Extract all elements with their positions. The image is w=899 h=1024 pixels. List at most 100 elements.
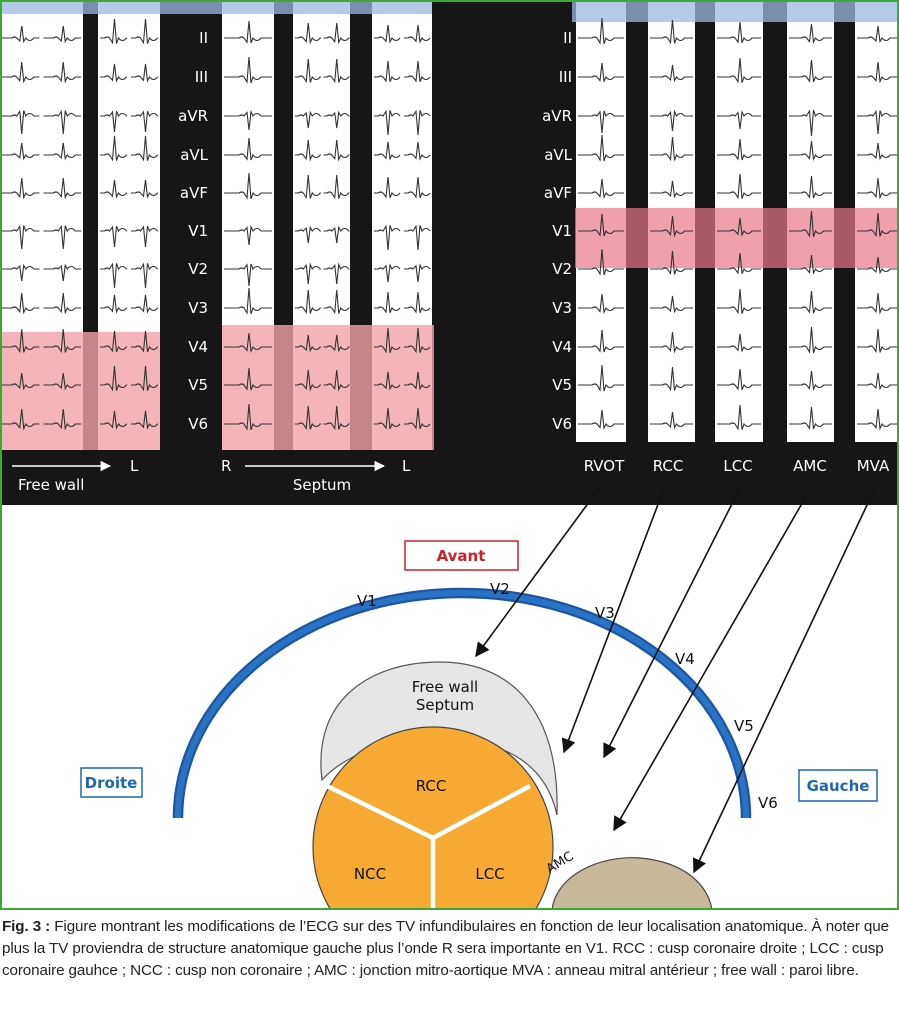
precordial-v6: V6	[758, 794, 778, 812]
lead-label: II	[563, 29, 572, 47]
free-wall-text-2: Septum	[416, 696, 474, 714]
lead-label: aVF	[180, 184, 208, 202]
ecg-trace	[789, 254, 832, 276]
lead-label: V5	[552, 376, 572, 394]
arrow-lcc	[603, 485, 742, 759]
ecg-trace	[2, 25, 81, 44]
precordial-arc-highlight	[175, 590, 749, 819]
ecg-trace	[650, 295, 693, 314]
ecg-trace	[578, 17, 624, 45]
ecg-trace	[100, 110, 158, 133]
col-label-lcc: LCC	[723, 457, 752, 475]
front-box	[404, 540, 519, 571]
ecg-trace	[717, 404, 761, 431]
ecg-trace	[100, 18, 158, 45]
ecg-trace	[578, 409, 624, 431]
ecg-trace	[224, 287, 272, 315]
ecg-trace	[578, 248, 624, 276]
col-label-rcc: RCC	[653, 457, 684, 475]
ecg-trace	[578, 213, 624, 237]
ecg-trace	[650, 411, 693, 430]
ecg-trace	[650, 109, 693, 132]
ecg-trace	[857, 212, 897, 238]
ecg-trace	[100, 330, 158, 353]
ecg-trace	[717, 333, 761, 353]
ecg-trace	[100, 262, 158, 289]
ecg-trace	[224, 224, 272, 246]
ecg-trace	[857, 408, 897, 431]
ecg-trace	[374, 109, 431, 136]
ecg-trace	[857, 256, 897, 275]
ecg-trace	[295, 289, 350, 315]
lead-label: aVR	[542, 107, 572, 125]
ecg-trace	[578, 364, 624, 392]
ecg-trace	[374, 263, 431, 283]
ecg-trace	[578, 62, 624, 84]
lead-label: V3	[552, 299, 572, 317]
right-side-label: Droite	[85, 774, 138, 792]
ecg-trace	[789, 326, 832, 354]
ecg-trace	[295, 22, 350, 45]
lead-label: V2	[188, 260, 208, 278]
ecg-trace	[789, 59, 832, 83]
lead-label: V5	[188, 376, 208, 394]
ecg-trace	[717, 173, 761, 200]
ecg-trace	[717, 368, 761, 391]
ecg-trace	[295, 58, 350, 84]
free-wall-l-label: L	[130, 457, 139, 475]
ecg-trace	[295, 369, 350, 392]
ecg-trace	[295, 174, 350, 200]
ecg-trace	[2, 142, 81, 161]
free-wall-label: Free wall	[18, 476, 84, 494]
ecg-trace	[789, 175, 832, 199]
highlight-v456-freewall	[0, 332, 160, 450]
lead-label: III	[559, 68, 572, 86]
ecg-trace	[2, 292, 81, 315]
ncc-label: NCC	[354, 865, 386, 883]
ecg-trace	[789, 210, 832, 238]
aortic-valve	[312, 726, 554, 910]
lead-label: V4	[552, 338, 572, 356]
ecg-trace	[374, 327, 431, 354]
ecg-trace	[374, 224, 431, 251]
ecg-trace	[224, 137, 272, 161]
ecg-trace	[295, 262, 350, 285]
mitral-annulus	[551, 857, 713, 910]
septum-r-label: R	[221, 457, 231, 475]
arrow-rcc	[561, 485, 666, 754]
arrow-rvot	[475, 482, 604, 658]
ecg-trace	[717, 21, 761, 44]
ecg-trace	[374, 141, 431, 161]
ecg-trace	[789, 406, 832, 430]
figure-caption: Fig. 3 : Figure montrant les modificatio…	[2, 916, 896, 982]
highlight-v456-septum	[222, 325, 434, 450]
lead-label: aVL	[180, 146, 208, 164]
ecg-trace	[2, 177, 81, 200]
ecg-trace	[578, 293, 624, 315]
highlight-v1-v2	[575, 208, 899, 268]
ecg-trace	[578, 178, 624, 200]
ecg-trace	[857, 177, 897, 200]
ecg-trace	[650, 180, 693, 199]
lcc-label: LCC	[475, 865, 504, 883]
col-label-rvot: RVOT	[584, 457, 625, 475]
col-label-mva: MVA	[857, 457, 890, 475]
ecg-trace	[374, 176, 431, 199]
caption-text: Figure montrant les modifications de l’E…	[2, 918, 889, 979]
ecg-traces	[2, 17, 897, 431]
precordial-v1: V1	[357, 592, 377, 610]
precordial-v4: V4	[675, 650, 695, 668]
ecg-trace	[789, 23, 832, 45]
lead-label: V1	[552, 222, 572, 240]
ecg-trace	[717, 217, 761, 237]
ecg-trace	[374, 24, 431, 44]
lead-label: V3	[188, 299, 208, 317]
lead-label: II	[199, 29, 208, 47]
ecg-trace	[224, 367, 272, 391]
ecg-trace	[857, 25, 897, 44]
ecg-trace	[2, 408, 81, 431]
ecg-trace	[857, 328, 897, 354]
